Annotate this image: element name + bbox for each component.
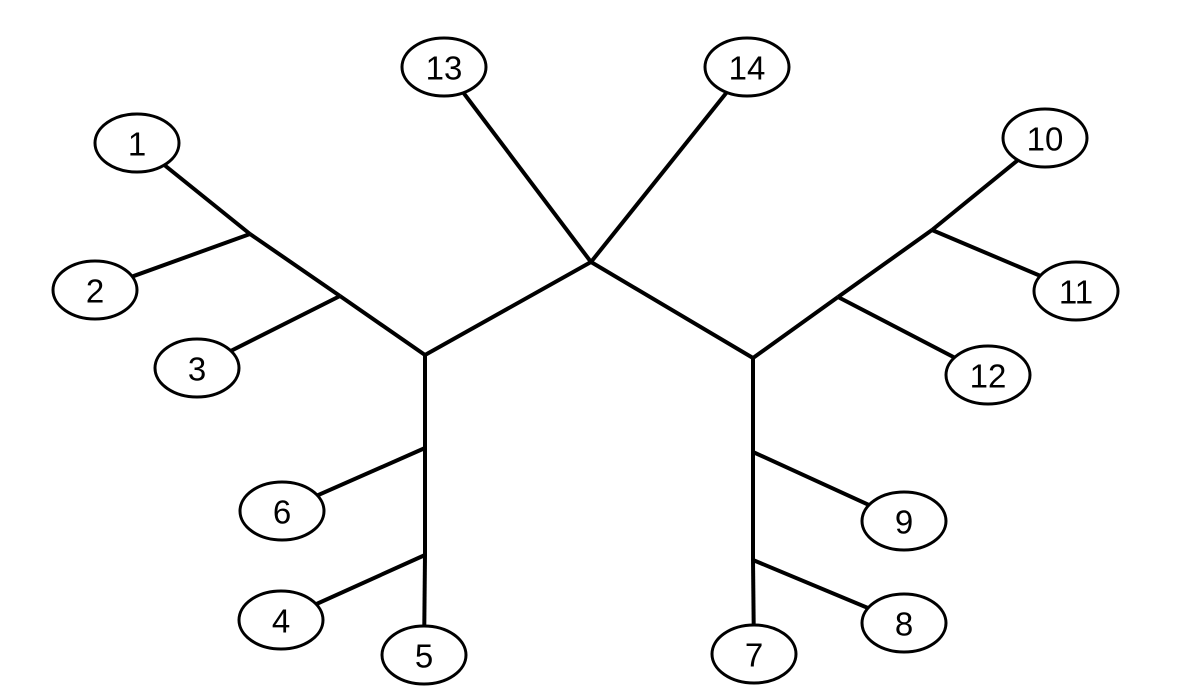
node-13: 13 <box>400 36 488 98</box>
edge-center-hubR <box>589 260 755 360</box>
node-label: 12 <box>970 358 1007 395</box>
node-ellipse <box>380 624 468 686</box>
node-5: 5 <box>380 624 468 686</box>
node-11: 11 <box>1032 260 1120 322</box>
node-label: 6 <box>273 494 291 531</box>
node-7: 7 <box>710 623 798 685</box>
node-ellipse <box>1032 260 1120 322</box>
node-label: 13 <box>426 50 463 87</box>
node-label: 10 <box>1027 121 1064 158</box>
edge-center-n13 <box>442 65 593 264</box>
node-9: 9 <box>860 490 948 552</box>
node-label: 3 <box>188 351 206 388</box>
node-ellipse <box>93 112 181 174</box>
node-label: 11 <box>1059 274 1093 311</box>
node-label: 7 <box>745 637 763 674</box>
edge-hubL-jA <box>338 294 427 357</box>
node-6: 6 <box>238 480 326 542</box>
node-4: 4 <box>237 589 325 651</box>
node-ellipse <box>944 344 1032 406</box>
node-ellipse <box>237 589 325 651</box>
node-ellipse <box>153 337 241 399</box>
node-12: 12 <box>944 344 1032 406</box>
node-2: 2 <box>51 259 139 321</box>
node-ellipse <box>860 592 948 654</box>
edge-center-hubL <box>424 260 592 357</box>
node-label: 8 <box>895 606 913 643</box>
node-8: 8 <box>860 592 948 654</box>
node-ellipse <box>860 490 948 552</box>
node-label: 4 <box>272 603 290 640</box>
node-ellipse <box>400 36 488 98</box>
node-ellipse <box>1001 107 1089 169</box>
node-1: 1 <box>93 112 181 174</box>
node-10: 10 <box>1001 107 1089 169</box>
node-label: 9 <box>895 504 913 541</box>
node-label: 14 <box>729 50 766 87</box>
node-14: 14 <box>703 36 791 98</box>
node-3: 3 <box>153 337 241 399</box>
node-label: 1 <box>128 126 146 163</box>
edge-jE-jF <box>836 228 934 299</box>
node-ellipse <box>703 36 791 98</box>
node-label: 2 <box>86 273 104 310</box>
node-ellipse <box>710 623 798 685</box>
tree-edges <box>94 65 1077 656</box>
edge-jA-jB <box>248 232 342 298</box>
edge-center-n14 <box>589 65 749 264</box>
edge-hubR-jE <box>751 295 840 360</box>
node-ellipse <box>238 480 326 542</box>
node-label: 5 <box>415 638 433 675</box>
node-ellipse <box>51 259 139 321</box>
